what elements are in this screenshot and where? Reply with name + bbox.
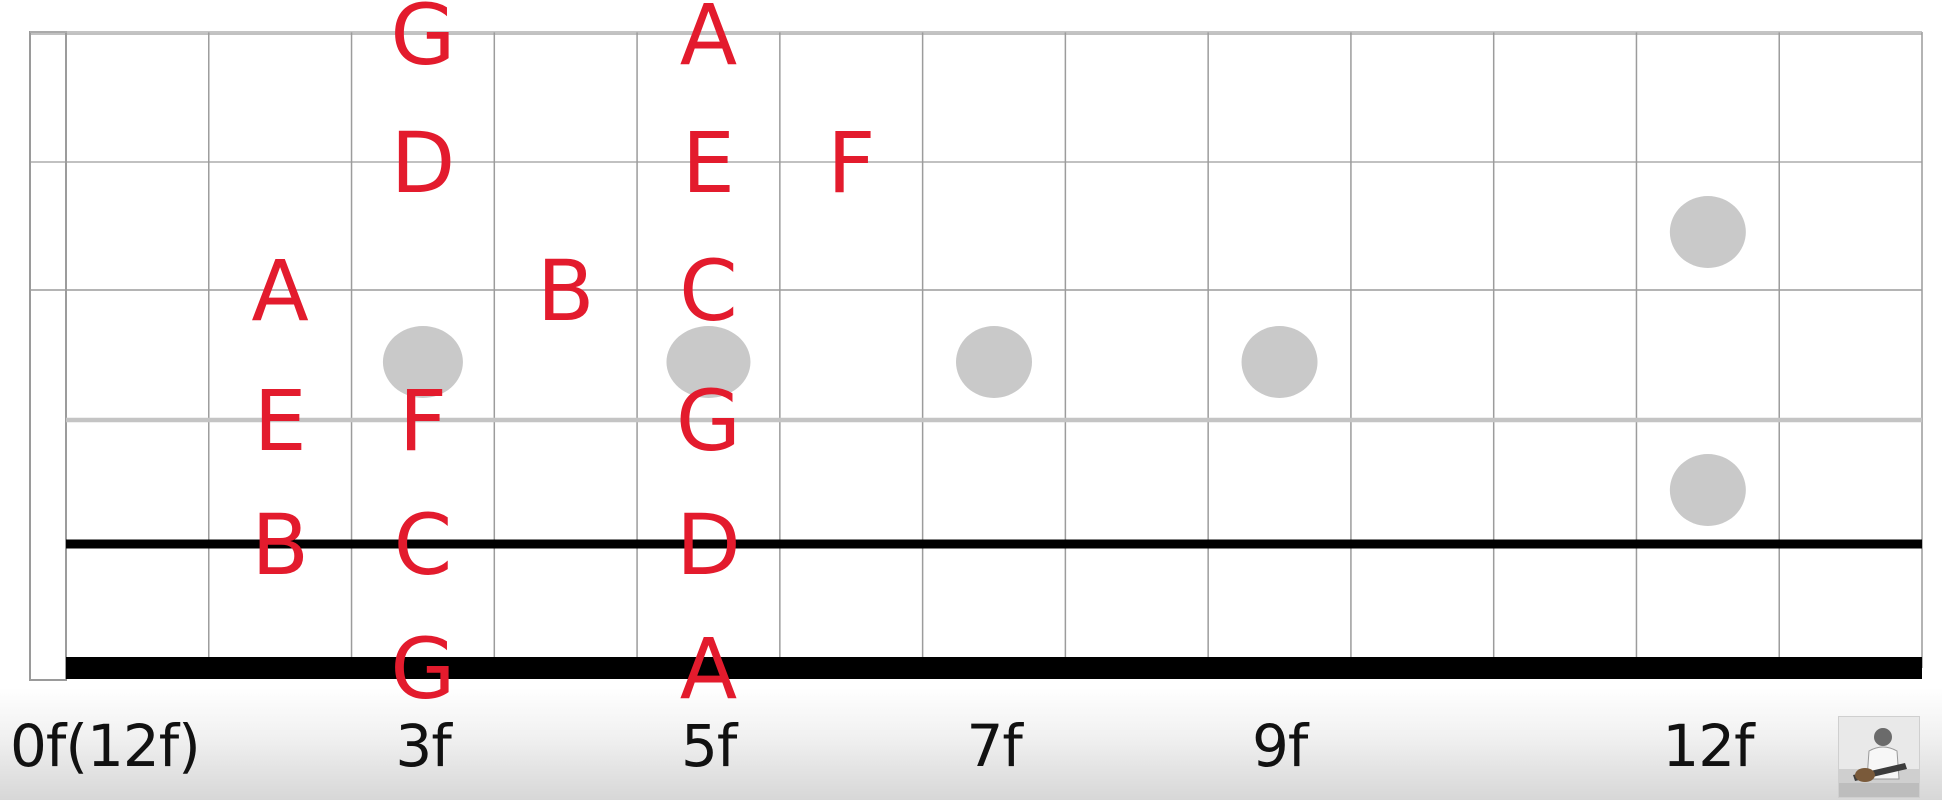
guitarist-avatar-icon	[1839, 717, 1919, 797]
fret-marker-dot	[956, 326, 1032, 398]
note-label: B	[251, 496, 309, 594]
fret-number-label: 9f	[1252, 712, 1308, 780]
note-label: E	[682, 114, 735, 212]
note-label: A	[680, 620, 737, 718]
note-label: E	[254, 372, 307, 470]
note-label: C	[679, 242, 738, 340]
fret-marker-dot	[1241, 326, 1318, 398]
fret-marker-dot	[1669, 196, 1746, 268]
note-label: F	[827, 114, 875, 212]
channel-thumbnail[interactable]	[1838, 716, 1920, 798]
note-label: G	[390, 0, 455, 84]
note-label: A	[251, 242, 308, 340]
fret-number-label: 0f(12f)	[10, 712, 201, 780]
fret-marker-dot	[1669, 454, 1746, 526]
fret-number-label: 5f	[680, 712, 737, 780]
note-label: D	[391, 114, 456, 212]
fret-marker-dot	[382, 326, 463, 398]
fret-number-label: 7f	[966, 712, 1023, 780]
note-label: C	[394, 496, 453, 594]
note-label: A	[680, 0, 737, 84]
note-label: B	[537, 242, 595, 340]
note-label: G	[676, 372, 741, 470]
fret-number-label: 12f	[1662, 712, 1754, 780]
fret-number-label: 3f	[395, 712, 451, 780]
fret-marker-dot	[666, 326, 751, 398]
note-label: G	[390, 620, 455, 718]
nut	[29, 31, 67, 681]
note-label: F	[399, 372, 447, 470]
note-label: D	[676, 496, 741, 594]
